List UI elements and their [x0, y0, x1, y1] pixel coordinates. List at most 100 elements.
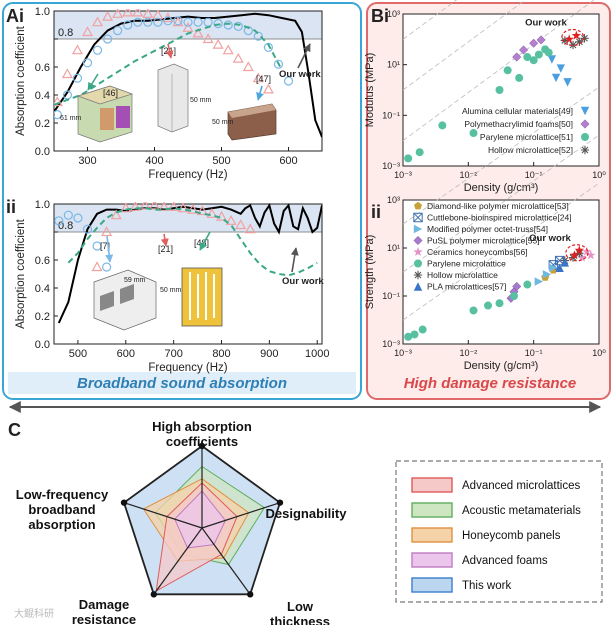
x-tick-label: 400: [145, 155, 163, 167]
panel-a-caption-bg: [8, 372, 356, 394]
y-tick-label: 0.0: [35, 339, 50, 351]
legend-marker: [413, 247, 423, 256]
radar-axis-label-damage: Damage: [79, 597, 130, 612]
legend-marker: [413, 235, 423, 246]
y-tick-label: 10³: [387, 9, 400, 19]
series-down-triangle: [547, 55, 572, 87]
y-tick-label: 10⁻³: [382, 339, 400, 349]
annotation-our-work: Our work: [525, 17, 567, 28]
annotation-ref-47: [47]: [256, 74, 271, 84]
legend-label: Modified polymer octet-truss[54]: [427, 224, 548, 234]
series-point-circle: [223, 20, 233, 30]
legend-marker: [413, 282, 423, 291]
legend-marker: [413, 224, 423, 234]
series-point-circle: [54, 216, 64, 226]
series-point-circle: [92, 45, 103, 55]
cube-purple-face: [116, 106, 130, 128]
data-point: [529, 56, 538, 65]
x-axis-label: Density (g/cm³): [464, 360, 539, 372]
data-point: [544, 48, 553, 57]
data-point: [512, 52, 522, 62]
radar-legend-label: Advanced microlattices: [462, 480, 580, 492]
label-Bi: Bi: [371, 6, 389, 26]
data-point: [575, 249, 584, 258]
data-point: [580, 34, 589, 43]
series-line-dashed: [67, 207, 318, 277]
x-axis-label: Frequency (Hz): [148, 169, 227, 181]
y-tick-label: 0.4: [35, 283, 50, 295]
arrow-ref-48: [199, 231, 211, 251]
series-point-triangle: [91, 261, 103, 272]
series-point-triangle: [172, 16, 184, 27]
annotation-our-work: Our work: [279, 69, 321, 80]
series-point-circle: [153, 17, 163, 27]
series-point-triangle: [139, 202, 151, 210]
legend: Diamond-like polymer microlattice[53]Cut…: [413, 201, 572, 292]
series-point-triangle: [192, 27, 204, 38]
radar-vertex: [198, 442, 206, 450]
series-layer: [54, 202, 322, 324]
radar-legend-swatch: [411, 477, 453, 493]
data-point: [529, 38, 539, 48]
data-point: [542, 270, 552, 279]
series-point-triangle: [158, 202, 170, 211]
inset-cube-structure: [76, 85, 134, 143]
legend-marker: [414, 259, 422, 268]
legend-marker: [580, 119, 590, 129]
series-point-triangle: [71, 44, 83, 55]
data-point: [512, 281, 522, 292]
label-Aii: ii: [6, 197, 16, 217]
inset-cube-cell: [93, 269, 157, 331]
data-point: [410, 330, 419, 339]
annotation-dim-50mm-a: 50 mm: [190, 97, 212, 104]
y-axis-label: Absorption coefficient: [15, 25, 27, 136]
data-point: [534, 50, 543, 59]
series-point-circle: [102, 34, 113, 44]
annotation-ref-21: [21]: [158, 244, 173, 254]
annotation-dim-61mm: 61 mm: [60, 115, 82, 122]
legend-marker: [580, 106, 590, 116]
radar-frame: [122, 444, 282, 596]
data-point: [560, 258, 570, 267]
y-tick-label: 10⁻¹: [382, 110, 400, 120]
radar-axis-label-thickness: thickness: [270, 614, 330, 625]
legend-label: Polymethacrylimid foams[50]: [464, 119, 573, 129]
series-circle: [404, 45, 553, 163]
x-axis-label: Frequency (Hz): [148, 362, 227, 374]
panel-b-caption: High damage resistance: [404, 375, 577, 392]
data-point: [586, 250, 596, 260]
series-point-circle: [72, 73, 83, 83]
data-point: [555, 263, 564, 272]
series-point-circle: [253, 31, 263, 41]
plot-frame: [53, 203, 323, 345]
data-point: [575, 37, 584, 46]
arrow-ref-21: [160, 233, 169, 247]
series-point-circle: [213, 19, 223, 29]
series-point-circle: [143, 17, 153, 27]
guide-line: [402, 0, 595, 141]
series-layer: [54, 9, 322, 138]
series-point-triangle: [54, 96, 63, 107]
radar-legend-label: Acoustic metamaterials: [462, 505, 581, 517]
series-point-triangle: [244, 223, 256, 234]
series-point-circle: [82, 58, 93, 68]
series-point-triangle: [252, 72, 264, 83]
data-point: [404, 332, 413, 341]
series-point-triangle: [120, 202, 132, 213]
series-point-circle: [273, 59, 284, 69]
inset-block-structure: [227, 103, 277, 141]
series-line-our-work: [54, 12, 322, 138]
legend-marker: [580, 145, 590, 155]
band-label: 0.8: [58, 220, 73, 232]
radar-axis-label-low-frequency: absorption: [28, 517, 95, 532]
x-tick-label: 600: [279, 155, 297, 167]
radar-legend-swatch: [411, 527, 453, 543]
series-point-triangle: [242, 61, 254, 72]
cell-window-2: [120, 284, 134, 304]
legend-label: Parylene microlattice[51]: [480, 132, 573, 142]
x-tick-label: 800: [212, 348, 230, 360]
y-tick-label: 10⁻³: [382, 161, 400, 171]
arrow-our-work: [297, 43, 311, 69]
data-point: [503, 66, 512, 75]
